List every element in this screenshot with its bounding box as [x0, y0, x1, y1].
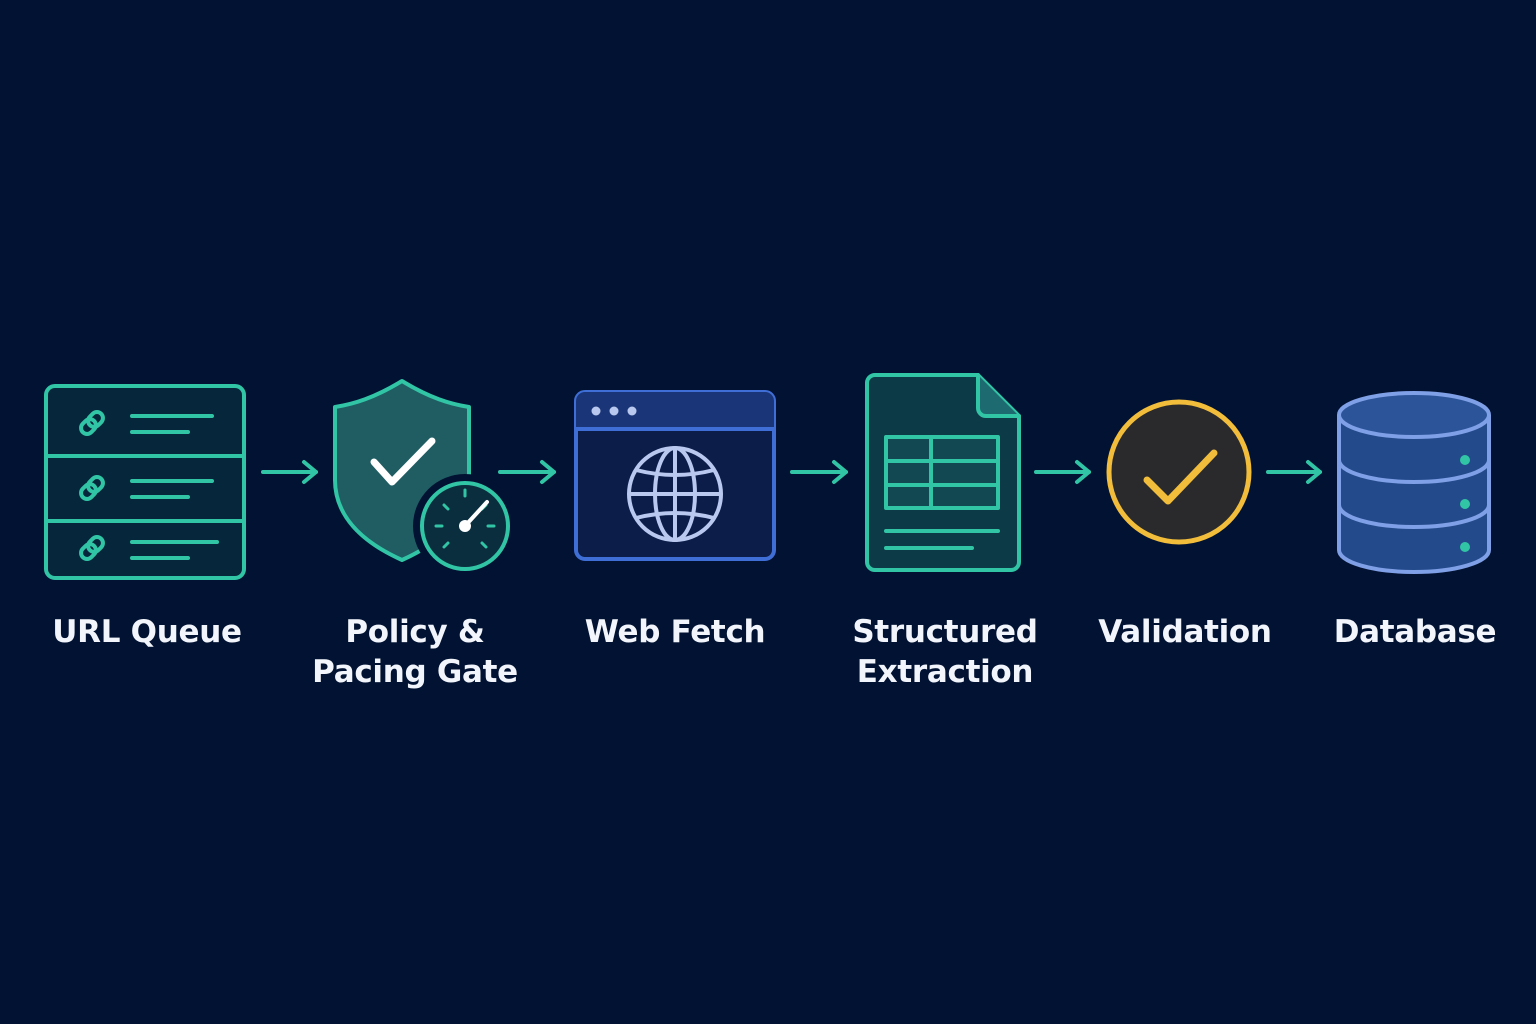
shield-gauge-icon: [333, 379, 517, 578]
arrow-right-icon: [498, 460, 556, 484]
step-label-url-queue: URL Queue: [52, 614, 242, 650]
database-icon: [1337, 391, 1491, 574]
arrow-right-icon: [790, 460, 848, 484]
document-table-icon: [865, 373, 1021, 572]
arrow-right-icon: [1034, 460, 1091, 484]
arrow-right-icon: [261, 460, 318, 484]
step-label-policy-pacing-gate: Policy & Pacing Gate: [312, 614, 518, 690]
arrow-right-icon: [1266, 460, 1322, 484]
step-label-database: Database: [1333, 614, 1497, 650]
browser-globe-icon: [574, 390, 776, 561]
step-label-validation: Validation: [1098, 614, 1272, 650]
step-label-structured-extraction: Structured Extraction: [852, 614, 1038, 690]
check-circle-icon: [1106, 399, 1252, 545]
step-label-web-fetch: Web Fetch: [584, 614, 766, 650]
link-list-icon: [44, 384, 246, 580]
